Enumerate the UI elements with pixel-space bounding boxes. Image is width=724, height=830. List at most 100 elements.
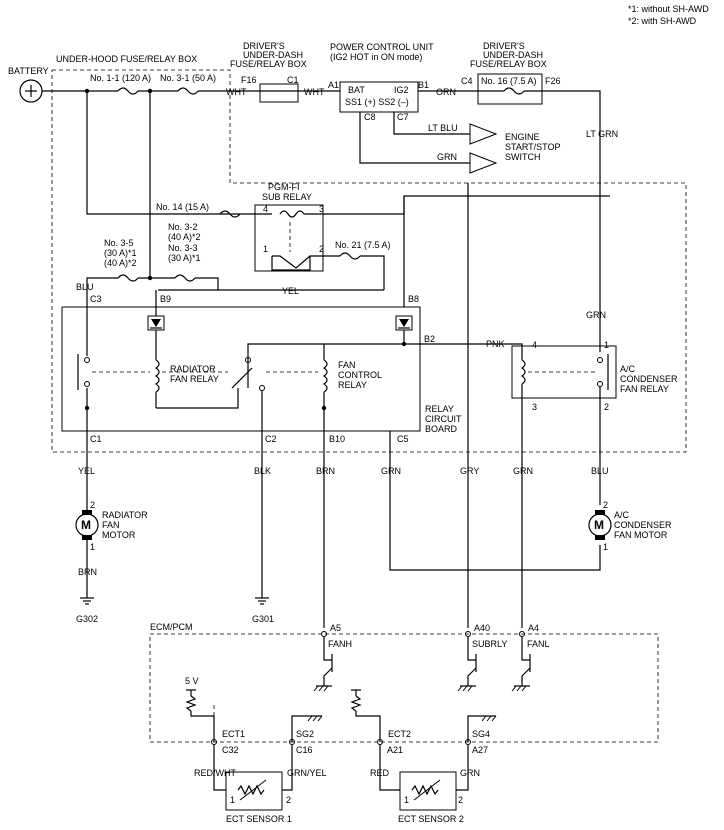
conn-b1: B1: [418, 80, 429, 90]
radiator-motor-line1: RADIATOR: [102, 510, 148, 520]
wire-brn-ground: BRN: [78, 567, 97, 577]
wire-red: RED: [370, 768, 390, 778]
underhood-box: [51, 69, 687, 453]
fuse-1-1: [117, 87, 139, 95]
relay-board-line2: CIRCUIT: [425, 414, 462, 424]
wire-wht-2: WHT: [304, 87, 325, 97]
pgm-pin-2: 2: [319, 244, 324, 254]
pgm-pin-1: 1: [263, 244, 268, 254]
conn-b10: B10: [329, 434, 345, 444]
conn-a40: A40: [474, 623, 490, 633]
ac-condenser-fan-relay: [511, 345, 617, 399]
pcu-bat: BAT: [348, 85, 365, 95]
conn-c5: C5: [397, 434, 409, 444]
ecm-fanh: FANH: [328, 639, 352, 649]
engine-switch-symbol: [469, 123, 498, 174]
conn-a5: A5: [330, 623, 341, 633]
ac-relay-line1: A/C: [620, 364, 636, 374]
ect2-pullup-resistor: [350, 695, 362, 712]
radiator-motor-line2: FAN: [102, 520, 120, 530]
note-1: *1: without SH-AWD: [628, 4, 709, 14]
pgm-relay-line1: PGM-FI: [268, 182, 300, 192]
conn-f26: F26: [545, 76, 561, 86]
dash-box-2-line2: UNDER-DASH: [483, 50, 543, 60]
wire-grn-2: GRN: [513, 466, 533, 476]
fuse-16-label: No. 16 (7.5 A): [481, 76, 537, 86]
wire-pnk: PNK: [486, 339, 505, 349]
wire-blu-top: BLU: [76, 282, 94, 292]
ect2-pin-2: 2: [458, 795, 463, 805]
fan-control-relay-coil: [322, 359, 328, 393]
pcu-line1: POWER CONTROL UNIT: [330, 42, 434, 52]
ecm-sg2: SG2: [296, 729, 314, 739]
fuse-3-5-line1: No. 3-5: [104, 238, 134, 248]
pgm-relay-coil: [279, 210, 305, 218]
conn-c4: C4: [461, 76, 473, 86]
conn-c7: C7: [397, 112, 409, 122]
conn-c1-bottom: C1: [90, 434, 102, 444]
relay-board-line3: BOARD: [425, 424, 458, 434]
ac-pin-1: 1: [604, 340, 609, 350]
diode-b8: [395, 315, 413, 331]
wire-grn-1: GRN: [381, 466, 401, 476]
fuse-3-3-line2: (30 A)*1: [168, 253, 201, 263]
fuse-14-label: No. 14 (15 A): [156, 202, 209, 212]
pcu-ig2: IG2: [394, 85, 409, 95]
conn-c32: C32: [222, 745, 239, 755]
ect1-pullup-resistor: [185, 695, 197, 712]
ect-sensor-2: [399, 771, 457, 811]
fuse-3-1-label: No. 3-1 (50 A): [160, 73, 216, 83]
fan-control-relay-line3: RELAY: [338, 380, 367, 390]
transistor-fanh: [313, 637, 333, 692]
pcu-ss: SS1 (+) SS2 (–): [345, 97, 409, 107]
engine-switch-line1: ENGINE: [505, 132, 540, 142]
ground-g302-symbol: [80, 597, 94, 605]
diode-b9: [147, 315, 165, 331]
dash-box-2: [477, 73, 543, 105]
conn-a27: A27: [472, 745, 488, 755]
wire-grn-s2: GRN: [460, 768, 480, 778]
transistor-subrly: [457, 637, 477, 692]
ac-motor-pin-1: 1: [603, 542, 608, 552]
wire-blk: BLK: [254, 466, 271, 476]
ac-motor-symbol: M: [594, 518, 604, 532]
fuse-21: [339, 252, 361, 260]
radiator-motor-line3: MOTOR: [102, 530, 136, 540]
fuse-3-2-line1: No. 3-2: [168, 222, 198, 232]
conn-c16: C16: [296, 745, 313, 755]
fan-control-relay-line2: CONTROL: [338, 370, 382, 380]
ecm-pcm-box: [149, 633, 659, 743]
relay-circuit-board: [61, 306, 421, 432]
ground-g301-symbol: [255, 597, 269, 605]
wire-grn-switch: GRN: [437, 152, 457, 162]
ac-pin-4: 4: [532, 340, 537, 350]
wire-yel-mid: YEL: [282, 286, 299, 296]
ac-motor-line2: CONDENSER: [614, 520, 672, 530]
sg2-ground: [307, 715, 323, 722]
conn-c1-top: C1: [287, 75, 299, 85]
ac-pin-3: 3: [532, 402, 537, 412]
fuse-1-1-label: No. 1-1 (120 A): [90, 73, 151, 83]
fuse-3-1: [177, 87, 199, 95]
wire-grn-right: GRN: [586, 310, 606, 320]
dash-box-1-line3: FUSE/RELAY BOX: [230, 59, 307, 69]
fuse-16: [503, 87, 525, 95]
ac-relay-line2: CONDENSER: [620, 374, 678, 384]
wire-blu: BLU: [591, 466, 609, 476]
ac-pin-2: 2: [604, 402, 609, 412]
ect1-pin-2: 2: [286, 795, 291, 805]
wire-lt-grn: LT GRN: [586, 129, 618, 139]
radiator-motor-pin-1: 1: [90, 542, 95, 552]
fuse-3-3-line1: No. 3-3: [168, 243, 198, 253]
wire-yel: YEL: [78, 466, 95, 476]
battery-symbol: [19, 79, 43, 103]
pgm-pin-4: 4: [263, 204, 268, 214]
conn-c3: C3: [90, 294, 102, 304]
radiator-fan-motor: [75, 510, 99, 540]
ect-sensor-1: [225, 771, 283, 811]
radiator-relay-line2: FAN RELAY: [170, 374, 219, 384]
pgm-relay-line2: SUB RELAY: [262, 192, 312, 202]
conn-b9: B9: [160, 294, 171, 304]
wire-brn: BRN: [316, 466, 335, 476]
